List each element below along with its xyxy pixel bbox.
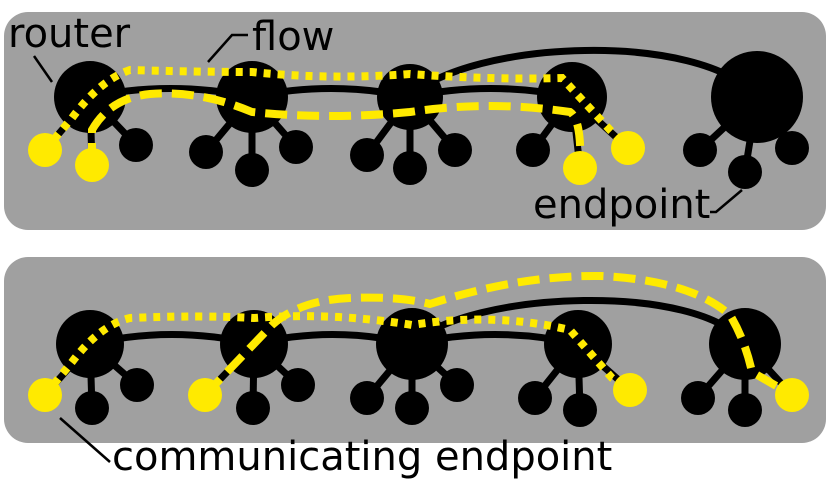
top-flow-dashed [88,89,585,169]
label-communicating-endpoint: communicating endpoint [112,434,612,480]
top-endpoint-r1-right [119,128,153,162]
bottom-flow-dashed [202,271,794,399]
label-flow: flow [252,14,334,60]
endpoint-leader-line [710,189,743,214]
router-leader-line [32,55,54,83]
bottom-endpoint-r4-bottom [563,393,597,427]
bottom-endpoint-r5-bottom [728,393,762,427]
top-endpoint-r2-bottom [235,153,269,187]
top-router-4 [537,62,607,132]
top-endpoint-r4-left [516,133,550,167]
label-router: router [8,11,131,57]
top-endpoint-r5-bottom [728,155,762,189]
top-endpoint-r2-left [189,135,223,169]
bottom-panel: communicating endpoint [4,257,826,480]
top-endpoint-r3-left [350,138,384,172]
top-panel: router flow endpoint [4,11,826,230]
label-endpoint: endpoint [533,182,710,228]
bottom-endpoint-r1-right [120,368,154,402]
bottom-endpoint-r1-bottom [75,391,109,425]
top-endpoint-r5-right [775,131,809,165]
bottom-endpoint-r3-bottom [395,391,429,425]
flow-leader-line [207,33,248,63]
bottom-endpoint-r4-left [518,381,552,415]
bottom-flow-dotted [41,312,633,398]
bottom-router-5 [709,308,781,380]
bottom-endpoint-r4-right [613,373,647,407]
bottom-endpoint-r2-right [281,368,315,402]
bottom-endpoint-r5-left [681,381,715,415]
top-endpoint-r5-left [683,133,717,167]
communicating-endpoint-leader-line [59,417,111,463]
bottom-endpoint-r2-bottom [236,391,270,425]
top-endpoint-r2-right [279,130,313,164]
bottom-endpoint-r3-left [350,381,384,415]
top-endpoint-r3-bottom [393,151,427,185]
bottom-endpoint-r3-right [440,368,474,402]
top-endpoint-r3-right [438,133,472,167]
top-router-5 [711,51,803,143]
